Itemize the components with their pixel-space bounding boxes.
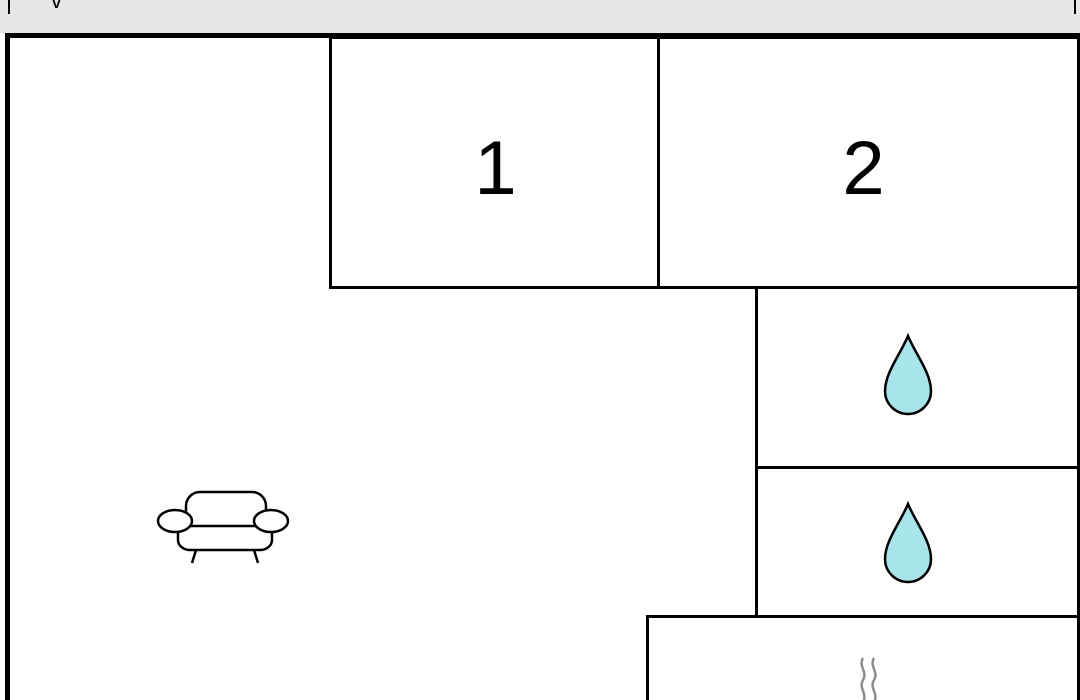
bathroom-2	[755, 466, 1080, 619]
sofa-icon	[156, 488, 292, 568]
heating-room	[646, 615, 1080, 700]
dimension-tick-right	[1074, 0, 1076, 14]
bathroom-1	[755, 286, 1080, 469]
outer-wall	[5, 33, 1080, 700]
heat-icon	[855, 654, 885, 700]
water-drop-icon	[880, 333, 936, 421]
dimension-band: v	[0, 0, 1080, 33]
dimension-mark: v	[51, 0, 62, 13]
water-drop-icon	[880, 501, 936, 589]
room-2: 2	[657, 36, 1080, 289]
room-1: 1	[329, 36, 662, 289]
room-2-label: 2	[842, 126, 885, 211]
water-drop-shape	[883, 501, 933, 584]
dimension-tick-left	[8, 0, 10, 14]
room-1-label: 1	[474, 126, 517, 211]
water-drop-shape	[883, 333, 933, 416]
